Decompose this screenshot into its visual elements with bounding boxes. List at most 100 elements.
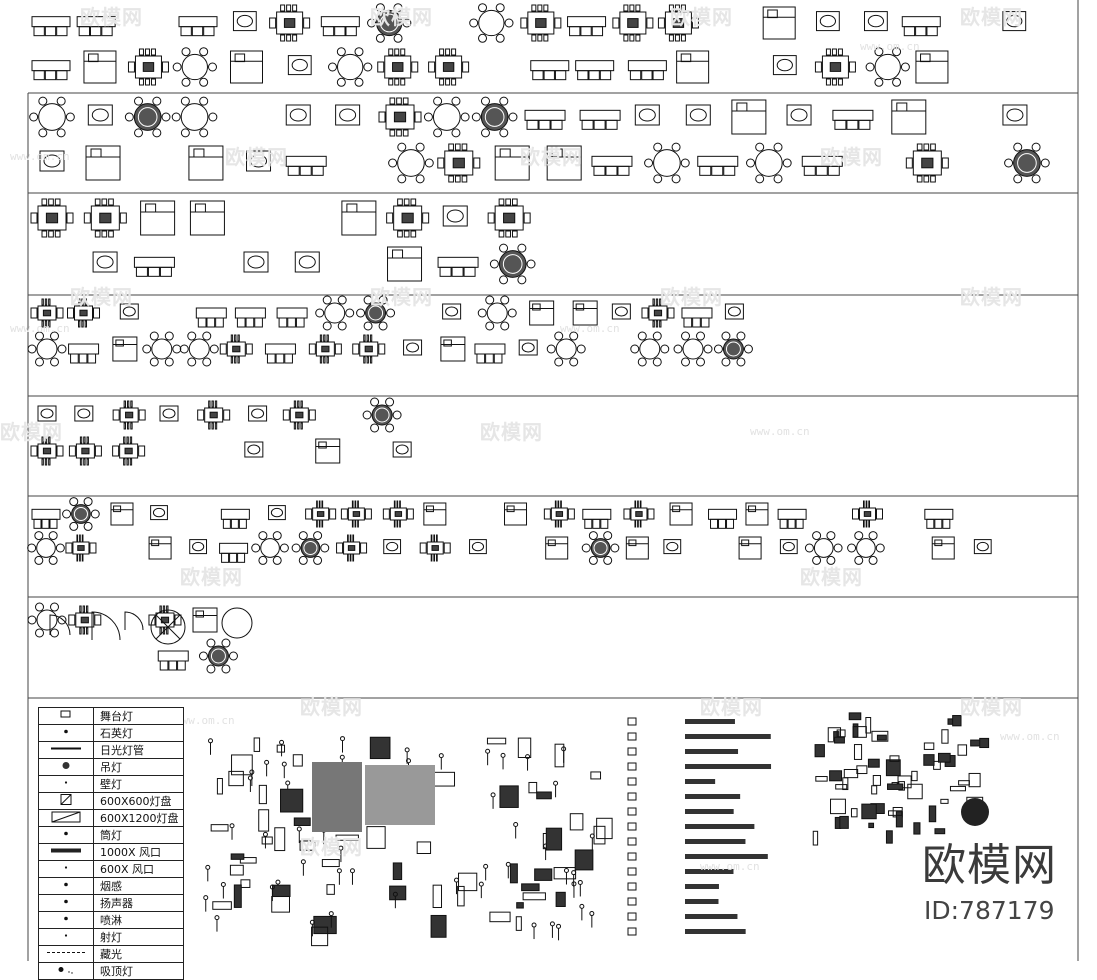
furniture-set-symbol: [905, 143, 949, 183]
furniture-set-symbol: [282, 400, 316, 430]
chair: [581, 543, 591, 553]
chair: [659, 320, 662, 328]
table-outline: [37, 305, 57, 321]
chair: [1004, 158, 1014, 168]
pillow: [896, 102, 908, 112]
chair: [138, 409, 146, 421]
bed-symbol: [529, 300, 555, 326]
chair: [428, 61, 436, 73]
chair: [394, 78, 400, 86]
sofa-back: [234, 307, 266, 319]
switch-symbol: [627, 777, 637, 786]
sofa-symbol: [582, 508, 612, 529]
figure-head: [485, 748, 491, 754]
entourage-symbol: [438, 753, 444, 770]
chair: [321, 520, 324, 528]
seat-cushion: [44, 26, 57, 37]
basin: [247, 255, 265, 269]
chair: [399, 500, 401, 508]
chair: [868, 531, 878, 541]
chair: [144, 48, 150, 56]
furniture-set-symbol: [197, 400, 231, 430]
seat-cushion: [78, 353, 88, 364]
ornament-symbol: [923, 754, 935, 766]
fixture-symbol: [268, 505, 286, 521]
figure-head: [279, 739, 285, 745]
chair: [321, 500, 324, 508]
sofa-symbol: [219, 542, 249, 563]
block: [369, 736, 391, 760]
chair: [681, 331, 691, 341]
basin: [251, 408, 265, 419]
watermark-text: 欧模网: [370, 285, 433, 309]
chair: [90, 509, 100, 519]
door-swing: [124, 611, 144, 631]
ornament-symbol: [829, 770, 843, 782]
figure-head: [453, 877, 459, 883]
entourage-symbol: [553, 780, 559, 798]
round-table-symbol: [1004, 142, 1050, 184]
entourage-symbol: [279, 739, 285, 757]
table-ring: [210, 648, 226, 664]
figure-head: [500, 752, 506, 758]
sofa-symbol: [567, 16, 607, 37]
sofa-back: [575, 60, 615, 72]
table-top: [755, 149, 783, 177]
block: [515, 916, 522, 931]
ornament-symbol: [979, 737, 990, 749]
chair: [1013, 174, 1023, 184]
fixture-symbol: [518, 339, 538, 356]
seat-cushion: [101, 26, 113, 37]
ornament-symbol: [952, 715, 962, 727]
entourage-symbol: [321, 859, 340, 868]
chair: [743, 344, 753, 354]
chair: [668, 4, 674, 12]
chair: [83, 212, 91, 224]
seat-cushion: [33, 26, 45, 37]
chair: [410, 198, 417, 206]
chair: [433, 554, 436, 562]
entourage-symbol: [525, 754, 531, 771]
chair: [150, 78, 156, 86]
tube-icon: [38, 741, 94, 759]
block: [416, 841, 432, 854]
chair: [76, 554, 79, 562]
chair: [499, 96, 509, 106]
entourage-symbol: [309, 919, 315, 937]
entourage-symbol: [430, 914, 447, 938]
chair: [48, 436, 51, 444]
table-top: [397, 149, 425, 177]
entourage-symbol: [555, 891, 566, 907]
fixture-symbol: [634, 104, 660, 126]
chair: [322, 295, 332, 305]
chair: [234, 334, 237, 342]
bed-symbol: [504, 502, 528, 526]
ornament-symbol: [897, 775, 912, 789]
chair: [637, 357, 647, 367]
seat-cushion: [180, 26, 192, 37]
basin: [776, 58, 793, 72]
table-outline: [347, 507, 365, 521]
fixture-body: [246, 150, 272, 172]
chair: [537, 34, 543, 42]
table-top: [180, 103, 209, 131]
entourage-symbol: [453, 877, 459, 895]
seat-cushion: [942, 518, 951, 529]
fixture-body: [779, 539, 798, 555]
watermark-text: 欧模网: [660, 285, 723, 309]
seat-cushion: [683, 317, 693, 328]
chair: [78, 320, 81, 328]
furniture-set-symbol: [428, 48, 470, 86]
ornament-symbol: [839, 815, 849, 829]
chair: [298, 531, 308, 541]
chair: [393, 520, 396, 528]
chair: [79, 627, 82, 635]
chair: [812, 531, 822, 541]
sofa-back: [133, 256, 175, 268]
legend-text-block: [685, 779, 716, 784]
chair: [445, 48, 451, 56]
fixture-symbol: [383, 539, 402, 555]
chair: [696, 331, 706, 341]
block: [271, 896, 290, 913]
